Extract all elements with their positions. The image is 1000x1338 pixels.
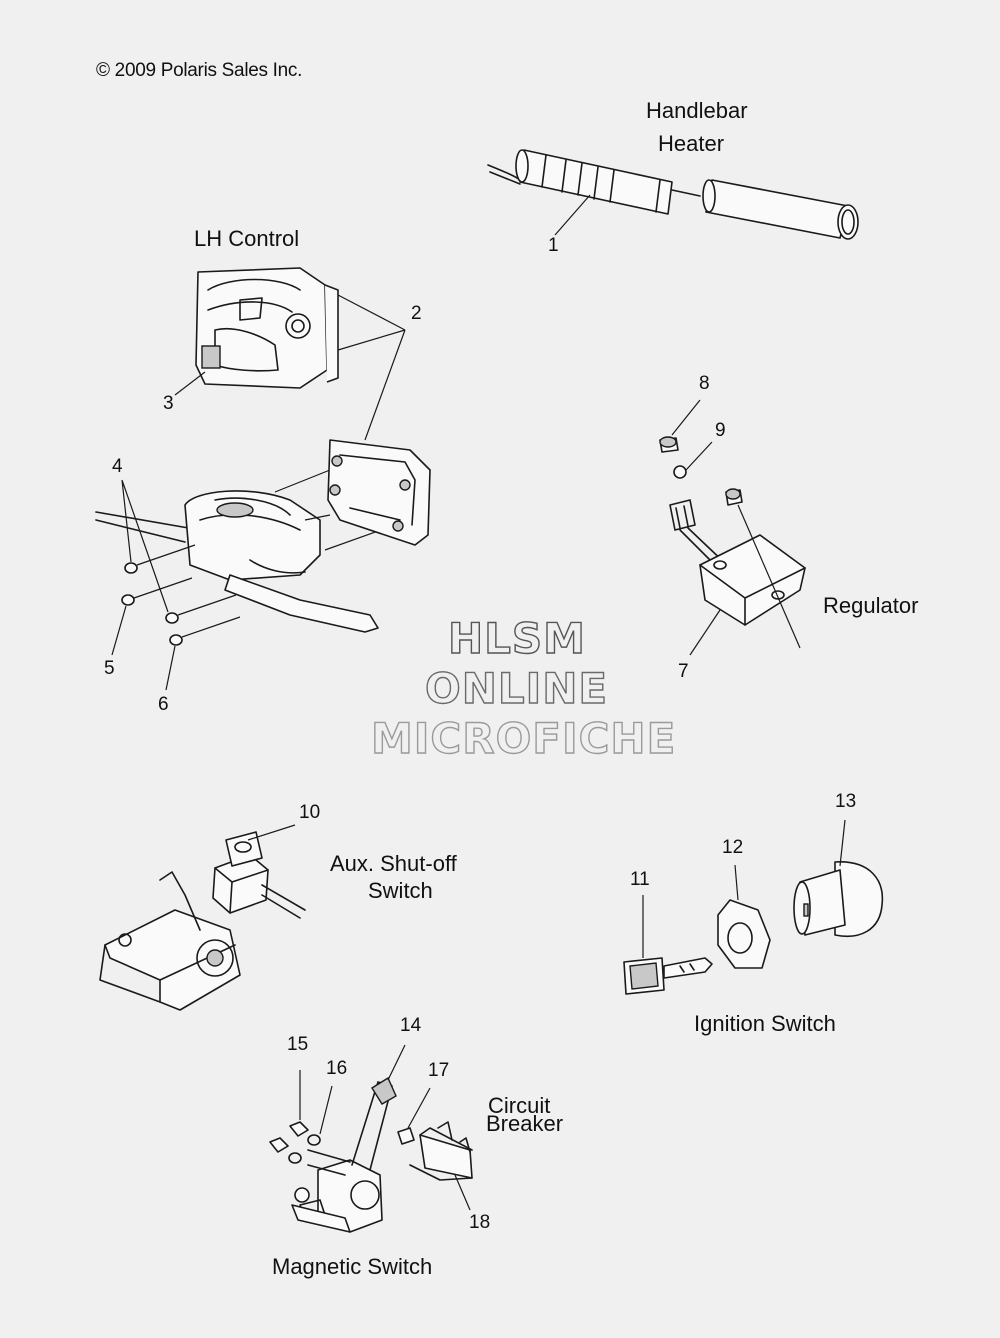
group-label-magnetic-switch: Magnetic Switch bbox=[272, 1254, 433, 1279]
callout-12: 12 bbox=[722, 837, 744, 858]
watermark-line-2: ONLINE bbox=[424, 663, 609, 713]
watermark-line-3: MICROFICHE bbox=[370, 713, 677, 763]
handlebar-heater-illustration bbox=[487, 149, 859, 240]
group-label-aux-shutoff-line1: Aux. Shut-off bbox=[330, 851, 457, 876]
group-label-circuit-breaker-line1: Circuit bbox=[488, 1093, 551, 1118]
aux-shutoff-switch-illustration bbox=[99, 824, 306, 1011]
group-label-lh-control: LH Control bbox=[194, 226, 300, 251]
callout-8: 8 bbox=[699, 373, 710, 394]
callout-17: 17 bbox=[428, 1060, 450, 1081]
group-label-regulator: Regulator bbox=[823, 593, 919, 618]
callout-3: 3 bbox=[163, 393, 174, 414]
group-label-aux-shutoff-line2: Switch bbox=[368, 878, 433, 903]
callout-1: 1 bbox=[548, 235, 559, 256]
group-label-ignition-switch: Ignition Switch bbox=[694, 1011, 836, 1036]
group-label-handlebar-heater-line2: Heater bbox=[658, 131, 725, 156]
callout-6: 6 bbox=[158, 694, 169, 715]
callout-18: 18 bbox=[469, 1212, 491, 1233]
ignition-switch-illustration bbox=[623, 819, 884, 995]
group-label-circuit-breaker-line2: Breaker bbox=[486, 1111, 564, 1136]
copyright-notice: © 2009 Polaris Sales Inc. bbox=[96, 60, 303, 81]
lh-control-housing-illustration bbox=[174, 267, 406, 396]
callout-5: 5 bbox=[104, 658, 115, 679]
callout-14: 14 bbox=[400, 1015, 422, 1036]
callout-15: 15 bbox=[287, 1034, 309, 1055]
callout-2: 2 bbox=[411, 303, 422, 324]
callout-11: 11 bbox=[630, 869, 650, 890]
callout-4: 4 bbox=[112, 456, 123, 477]
magnetic-switch-illustration bbox=[269, 1044, 473, 1233]
callout-16: 16 bbox=[326, 1058, 348, 1079]
regulator-illustration bbox=[659, 399, 806, 656]
lh-lever-assembly-illustration bbox=[95, 329, 431, 691]
callout-9: 9 bbox=[715, 420, 726, 441]
callout-7: 7 bbox=[678, 661, 689, 682]
watermark-line-1: HLSM bbox=[447, 613, 586, 663]
callout-13: 13 bbox=[835, 791, 857, 812]
callout-10: 10 bbox=[299, 802, 321, 823]
group-label-handlebar-heater-line1: Handlebar bbox=[646, 98, 748, 123]
